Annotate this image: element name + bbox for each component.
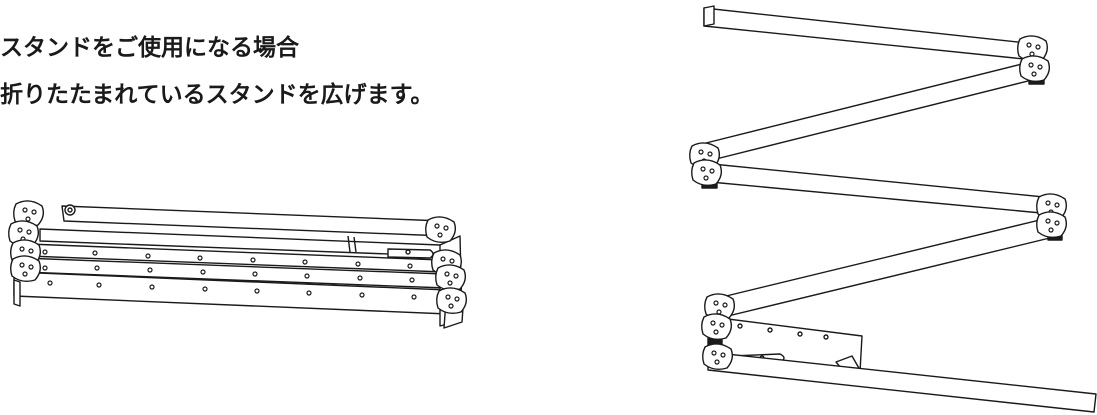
instruction-step-1: 折りたたまれているスタンドを広げます。 — [0, 82, 434, 108]
folded-stand-illustration — [8, 200, 468, 329]
instruction-heading: スタンドをご使用になる場合 — [0, 35, 299, 61]
unfolded-stand-illustration — [689, 5, 1097, 413]
